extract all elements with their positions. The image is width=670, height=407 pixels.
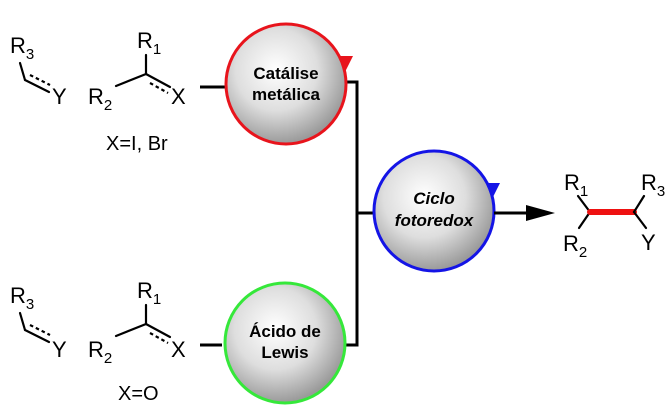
- product-bond-r1: [576, 194, 592, 214]
- bottom-partner-dashed-bond: [149, 332, 169, 344]
- top-alkene: R3 Y: [10, 33, 67, 109]
- metal-ball-line2: metálica: [252, 85, 321, 104]
- top-partner-dashed-bond: [149, 82, 169, 94]
- svg-text:R1: R1: [137, 28, 161, 58]
- top-condition: X=I, Br: [106, 133, 168, 155]
- svg-text:R3: R3: [641, 170, 665, 200]
- photoredox-cycle-arrow-icon: [486, 183, 500, 199]
- top-partner-bond-right: [144, 72, 172, 89]
- bottom-partner-x: X: [171, 337, 186, 362]
- top-partner: R1 R2 X X=I, Br: [88, 28, 186, 155]
- product-bond-r3: [632, 194, 646, 214]
- product-y: Y: [641, 230, 656, 255]
- product-bond-r2: [577, 210, 592, 230]
- bottom-alkene-bond-1: [18, 311, 27, 332]
- svg-text:R3: R3: [10, 283, 34, 313]
- bottom-alkene: R3 Y: [10, 283, 67, 362]
- product-bond-y: [632, 210, 648, 230]
- bottom-alkene-r3-sub: 3: [26, 296, 34, 313]
- lewis-acid-ball: Ácido de Lewis: [223, 281, 347, 405]
- top-partner-r2: R: [88, 84, 104, 109]
- photoredox-ball-line2: fotoredox: [395, 211, 475, 230]
- bottom-partner-bond-right: [144, 322, 172, 339]
- bottom-partner-r2-sub: 2: [104, 350, 112, 367]
- bottom-partner-bond-left: [114, 322, 148, 338]
- lewis-ball-circle: [223, 281, 347, 405]
- top-alkene-y: Y: [52, 84, 67, 109]
- top-partner-r1-sub: 1: [153, 41, 161, 58]
- top-partner-bond-left: [114, 72, 148, 88]
- photoredox-ball: Ciclo fotoredox: [372, 149, 500, 273]
- top-partner-x: X: [171, 84, 186, 109]
- product-r3: R: [641, 170, 657, 195]
- top-alkene-r3: R: [10, 33, 26, 58]
- photoredox-ball-line1: Ciclo: [413, 189, 455, 208]
- top-partner-r1: R: [137, 28, 153, 53]
- svg-text:R2: R2: [563, 231, 587, 261]
- svg-text:R3: R3: [10, 33, 34, 63]
- product-r1: R: [564, 170, 580, 195]
- svg-text:R1: R1: [564, 170, 588, 200]
- lewis-ball-line1: Ácido de: [249, 322, 321, 341]
- reaction-arrow-head: [526, 205, 555, 221]
- bottom-partner-r1: R: [137, 278, 153, 303]
- reaction-arrow-icon: [494, 205, 555, 221]
- bottom-alkene-y: Y: [52, 337, 67, 362]
- svg-text:R2: R2: [88, 337, 112, 367]
- bottom-alkene-bond-2: [23, 328, 51, 344]
- product-r3-sub: 3: [657, 183, 665, 200]
- top-alkene-r3-sub: 3: [26, 46, 34, 63]
- top-alkene-bond-1: [18, 61, 27, 82]
- bottom-alkene-r3: R: [10, 283, 26, 308]
- product-r2: R: [563, 231, 579, 256]
- top-alkene-bond-2: [23, 78, 51, 94]
- product: R1 R2 R3 Y: [563, 170, 665, 261]
- metal-catalysis-ball: Catálise metálica: [224, 22, 353, 146]
- product-r1-sub: 1: [580, 183, 588, 200]
- bottom-condition: X=O: [118, 383, 159, 405]
- product-r2-sub: 2: [579, 244, 587, 261]
- svg-text:R1: R1: [137, 278, 161, 308]
- top-partner-r2-sub: 2: [104, 97, 112, 114]
- metal-ball-circle: [224, 22, 348, 146]
- metal-cycle-arrow-icon: [339, 56, 353, 72]
- metal-ball-line1: Catálise: [253, 64, 318, 83]
- lewis-ball-line2: Lewis: [261, 343, 308, 362]
- bottom-partner-r2: R: [88, 337, 104, 362]
- bottom-partner-r1-sub: 1: [153, 291, 161, 308]
- bottom-partner: R1 R2 X X=O: [88, 278, 186, 405]
- photoredox-ball-circle: [372, 149, 496, 273]
- svg-text:R2: R2: [88, 84, 112, 114]
- connectors: [200, 80, 375, 347]
